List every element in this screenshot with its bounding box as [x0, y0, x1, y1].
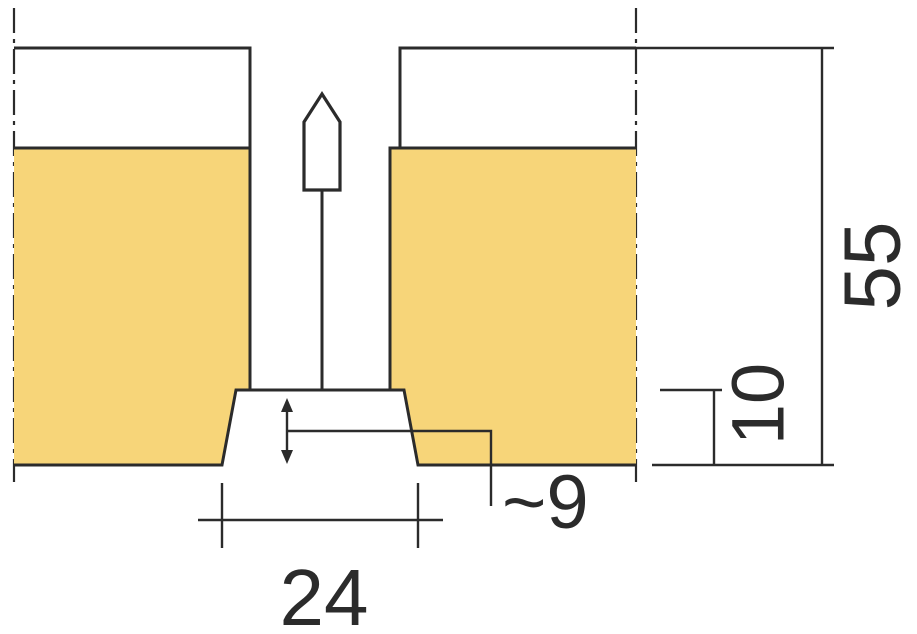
- dimension-recess-height: 10: [660, 363, 800, 465]
- left-upper-block-outline: [14, 46, 252, 148]
- dim-label-joint-width: 24: [280, 553, 369, 634]
- panels: [14, 148, 636, 465]
- left-panel-fill: [14, 148, 250, 465]
- arrow-up-icon: [281, 398, 293, 412]
- dimension-joint-depth: ~9: [281, 398, 589, 545]
- outlines: [14, 46, 636, 467]
- dimension-total-height: 55: [636, 46, 917, 467]
- right-upper-block-outline: [398, 46, 636, 148]
- depth-leader-line: [287, 429, 493, 506]
- dim-label-recess-height: 10: [717, 363, 800, 445]
- dim-label-joint-depth: ~9: [502, 460, 589, 545]
- arrow-down-icon: [281, 450, 293, 464]
- right-panel-fill: [390, 148, 636, 465]
- hanger-clip: [302, 91, 342, 192]
- dimension-joint-width: 24: [198, 483, 443, 634]
- hanger: [302, 91, 342, 390]
- dim-label-total-height: 55: [828, 222, 917, 311]
